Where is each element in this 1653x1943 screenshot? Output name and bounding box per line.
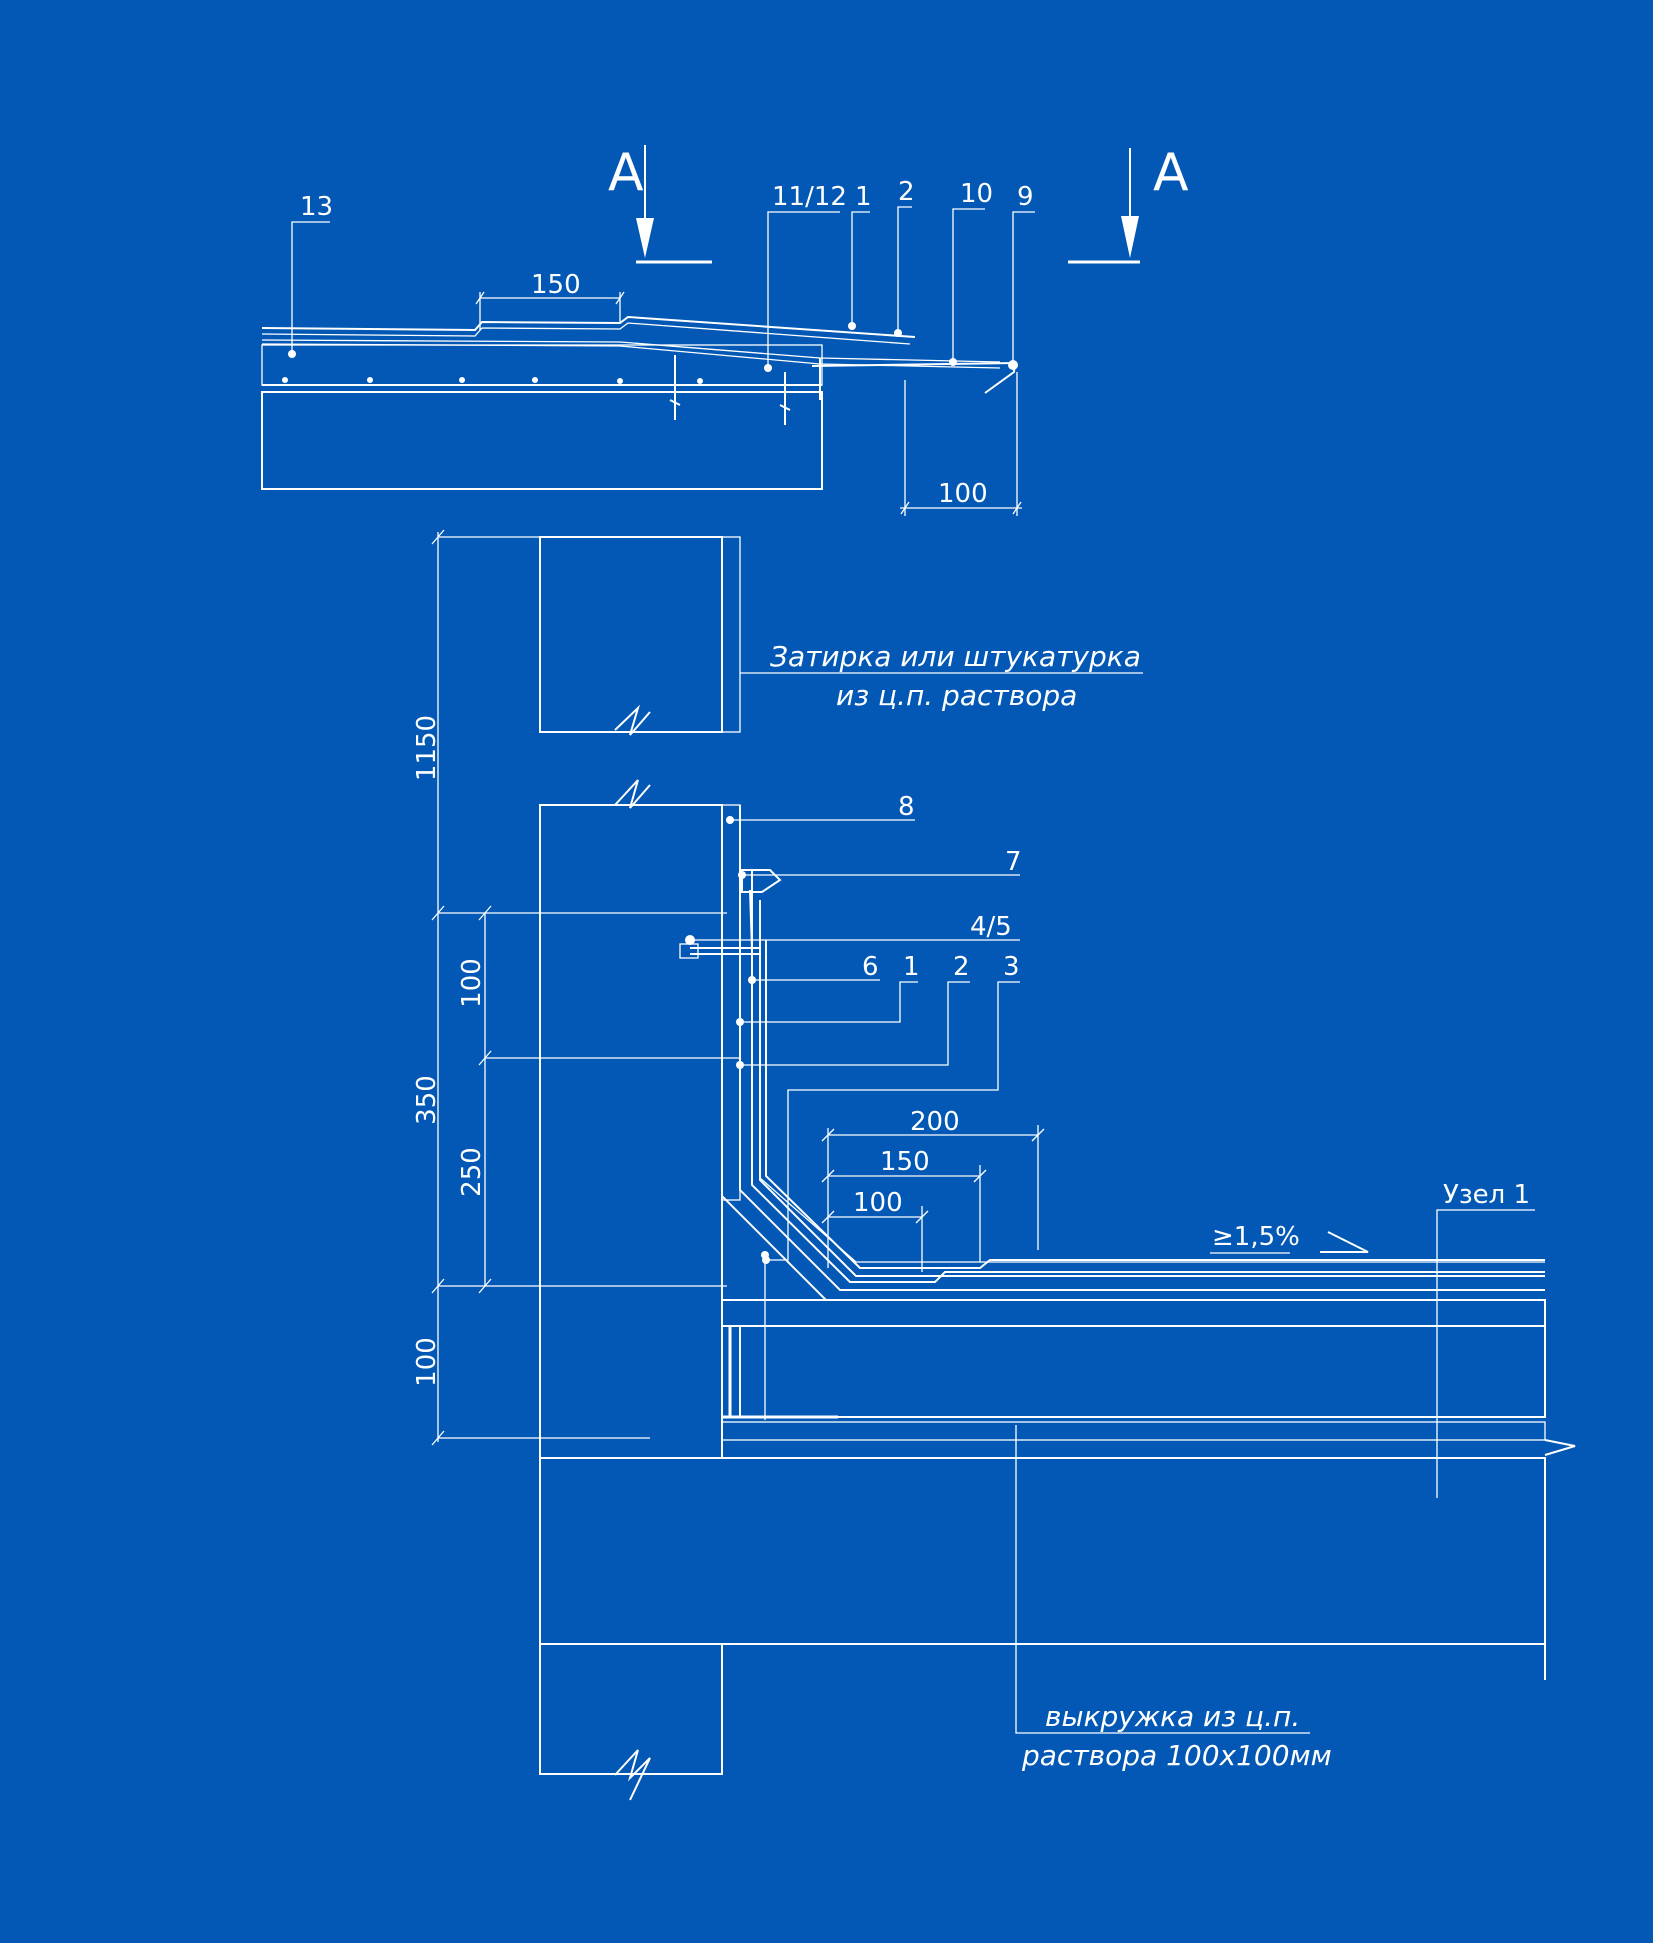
screed-layer [721, 1299, 1546, 1327]
break-line [614, 779, 651, 809]
vertical-dimensions: 1150 350 100 250 100 [412, 529, 740, 1446]
section-label-left: A [608, 143, 644, 203]
break-line [614, 704, 651, 736]
fillet-note-line2: раствора 100х100мм [1021, 1739, 1332, 1772]
callout-1: 1 [736, 952, 920, 1026]
fasteners [669, 355, 791, 425]
anchor-dowel [679, 935, 760, 959]
wall-note-line2: из ц.п. раствора [836, 679, 1077, 712]
section-label-right: A [1153, 143, 1189, 203]
dim-250: 250 [457, 1147, 487, 1197]
svg-text:≥1,5%: ≥1,5% [1212, 1222, 1300, 1252]
break-line [614, 1749, 651, 1801]
base-screed [721, 1421, 1546, 1441]
callout-7: 7 [738, 847, 1022, 879]
node-callout: Узел 1 [1436, 1180, 1535, 1498]
callout-fillet [761, 1251, 769, 1420]
svg-text:9: 9 [1017, 182, 1034, 212]
fillet-note-line1: выкружка из ц.п. [1045, 1700, 1300, 1733]
dim-100-upper: 100 [457, 958, 487, 1008]
svg-text:2: 2 [898, 177, 915, 207]
membrane-top [261, 315, 916, 338]
svg-text:3: 3 [1003, 952, 1020, 982]
svg-text:1: 1 [855, 182, 872, 212]
section-arrowhead-right [1121, 216, 1139, 258]
membrane-layer [261, 339, 1001, 363]
plaster-lower [721, 804, 741, 1201]
main-detail: 8 7 4/5 6 1 2 3 [412, 529, 1576, 1801]
wall-lower [539, 804, 723, 1459]
insulation-layer [739, 1325, 1546, 1418]
callout-2: 2 [736, 952, 970, 1069]
plaster-upper [721, 536, 741, 733]
callout-13: 13 [288, 192, 333, 358]
callout-8: 8 [726, 792, 915, 824]
section-mark-right: A [1068, 143, 1189, 264]
dim-1150: 1150 [412, 715, 442, 781]
svg-text:2: 2 [953, 952, 970, 982]
section-arrowhead-left [636, 218, 654, 258]
svg-text:7: 7 [1005, 847, 1022, 877]
callout-1: 1 [848, 182, 872, 330]
membrane-layer-2 [751, 870, 1545, 1283]
membrane-layer-4 [765, 940, 1545, 1269]
dim-150: 150 [880, 1147, 930, 1177]
wall-below [539, 1643, 723, 1775]
dim-100: 100 [853, 1188, 903, 1218]
fillet-note: выкружка из ц.п. раствора 100х100мм [1015, 1425, 1332, 1772]
callout-6: 6 [748, 952, 880, 984]
wall-plaster-note: Затирка или штукатурка из ц.п. раствора [740, 640, 1143, 712]
callout-9: 9 [1008, 182, 1035, 370]
dim-overhang-label: 100 [938, 479, 988, 509]
svg-text:13: 13 [300, 192, 333, 222]
slope-indicator: ≥1,5% [1210, 1222, 1369, 1254]
dim-overlap-label: 150 [531, 270, 581, 300]
callout-4-5: 4/5 [690, 912, 1020, 942]
callout-2: 2 [894, 177, 915, 337]
section-mark-left: A [608, 143, 712, 264]
floor-slab [539, 1457, 1546, 1645]
svg-text:11/12: 11/12 [772, 182, 847, 212]
callout-11-12: 11/12 [764, 182, 847, 372]
mastic-dots [282, 377, 703, 384]
membrane-layer-1 [739, 805, 1545, 1291]
svg-text:1: 1 [903, 952, 920, 982]
dim-overhang: 100 [900, 372, 1022, 516]
svg-text:8: 8 [898, 792, 915, 822]
membrane-layer [261, 343, 1001, 369]
sealant-bead [741, 869, 782, 893]
top-detail: 150 100 13 11/12 1 2 [261, 177, 1035, 516]
horizontal-dimensions: 200 150 100 [821, 1107, 1045, 1272]
callout-10: 10 [949, 179, 993, 366]
dim-350: 350 [412, 1075, 442, 1125]
cant-fillet [721, 1193, 829, 1301]
svg-text:4/5: 4/5 [970, 912, 1012, 942]
dim-200: 200 [910, 1107, 960, 1137]
layer-end [1544, 1439, 1576, 1456]
dim-overlap: 150 [475, 270, 625, 330]
svg-text:6: 6 [862, 952, 879, 982]
wall-upper [539, 536, 723, 733]
dim-100-lower: 100 [412, 1337, 442, 1387]
svg-text:Узел 1: Узел 1 [1443, 1180, 1530, 1210]
membrane-fill [759, 948, 1545, 1263]
parapet-body [261, 391, 823, 490]
membrane-layer [261, 322, 911, 345]
svg-text:10: 10 [960, 179, 993, 209]
wall-note-line1: Затирка или штукатурка [770, 640, 1141, 673]
